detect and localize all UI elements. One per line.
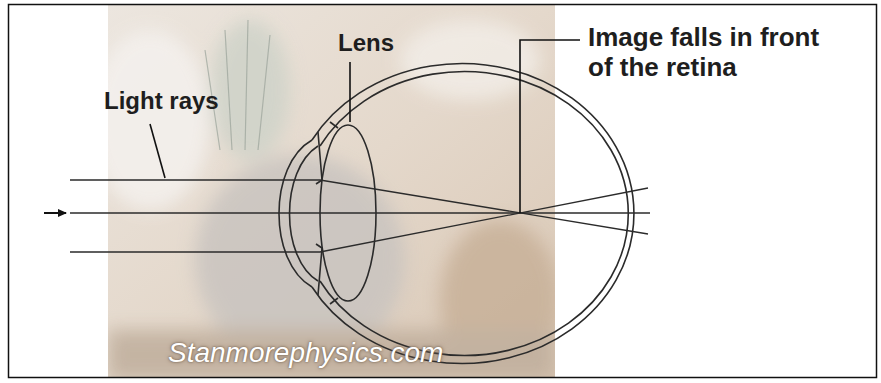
frame — [9, 5, 877, 378]
callout-label: Image falls in front of the retina — [588, 22, 838, 82]
part-label: Light rays — [104, 86, 219, 116]
part-label: Lens — [338, 28, 394, 58]
faded-photo — [108, 5, 555, 377]
light-rays — [70, 180, 650, 252]
watermark: Stanmorephysics.com — [168, 338, 443, 368]
direction-arrow — [44, 212, 66, 214]
leader-lines — [150, 40, 580, 213]
